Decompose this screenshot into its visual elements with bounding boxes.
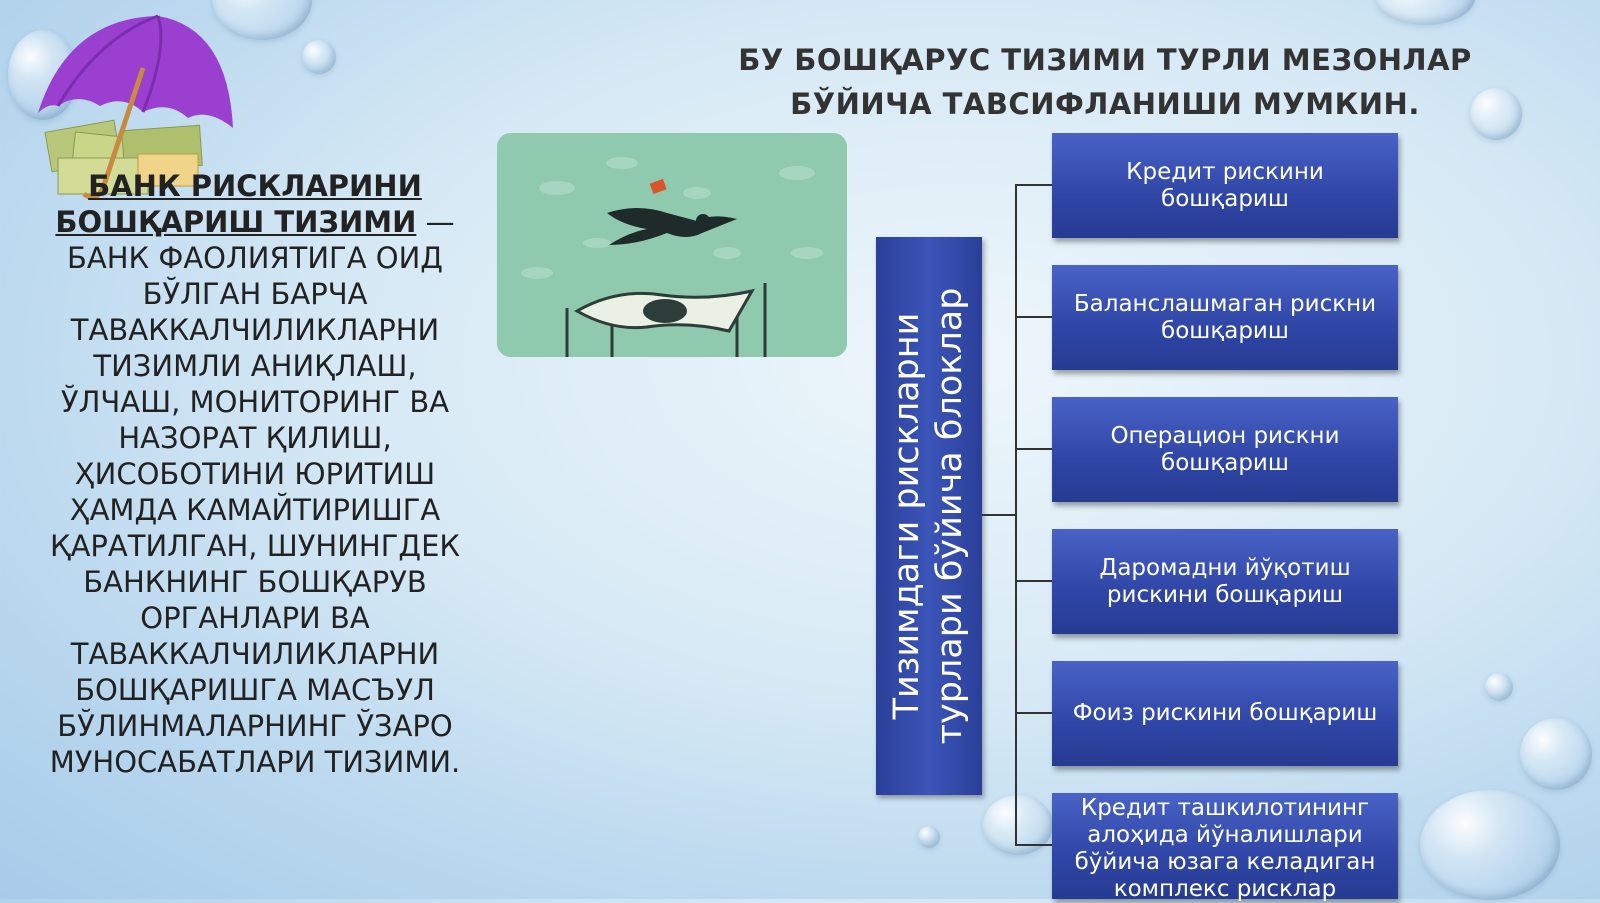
water-drop [918, 826, 940, 848]
water-drop [1485, 673, 1513, 701]
definition-heading-line-1: БАНК РИСКЛАРИНИ [88, 169, 422, 203]
risk-blocks-root: Тизимдаги рискларни турлари бўйича блокл… [876, 237, 982, 795]
slide-title-line-2: БЎЙИЧА ТАВСИФЛАНИШИ МУМКИН. [790, 87, 1420, 121]
connector-root [982, 514, 1016, 516]
definition-heading-line-2: БОШҚАРИШ ТИЗИМИ [55, 205, 417, 239]
block-unbalanced-risk: Баланслашмаган рискни бошқариш [1052, 265, 1398, 370]
connector-branch-3 [1015, 448, 1052, 450]
water-drop [1520, 718, 1592, 790]
umbrella-with-money-icon [38, 14, 233, 200]
definition-dash: — [416, 205, 455, 239]
connector-branch-1 [1015, 184, 1052, 186]
block-operational-risk: Операцион рискни бошқариш [1052, 397, 1398, 502]
water-drop [1375, 0, 1475, 25]
falling-businessman-illustration [497, 133, 847, 357]
block-income-loss-risk: Даромадни йўқотиш рискини бошқариш [1052, 529, 1398, 634]
connector-branch-5 [1015, 712, 1052, 714]
connector-branch-4 [1015, 580, 1052, 582]
definition-body: БАНК ФАОЛИЯТИГА ОИД БЎЛГАН БАРЧА ТАВАККА… [49, 241, 461, 779]
slide-title-line-1: БУ БОШҚАРУС ТИЗИМИ ТУРЛИ МЕЗОНЛАР [738, 43, 1472, 77]
block-complex-risks: Кредит ташкилотининг алоҳида йўналишлари… [1052, 793, 1398, 902]
connector-branch-2 [1015, 316, 1052, 318]
water-drop [302, 40, 336, 74]
water-drop [1420, 790, 1560, 900]
slide-title: БУ БОШҚАРУС ТИЗИМИ ТУРЛИ МЕЗОНЛАР БЎЙИЧА… [735, 38, 1475, 126]
water-drop [1470, 88, 1522, 140]
safety-net-icon [497, 133, 847, 357]
water-drop [983, 795, 1053, 855]
block-credit-risk: Кредит рискини бошқариш [1052, 133, 1398, 238]
connector-trunk [1015, 184, 1017, 845]
block-interest-risk: Фоиз рискини бошқариш [1052, 661, 1398, 766]
risk-blocks-root-label: Тизимдаги рискларни турлари бўйича блокл… [887, 287, 970, 745]
connector-branch-6 [1015, 844, 1052, 846]
definition-text: БАНК РИСКЛАРИНИ БОШҚАРИШ ТИЗИМИ — БАНК Ф… [30, 168, 480, 780]
